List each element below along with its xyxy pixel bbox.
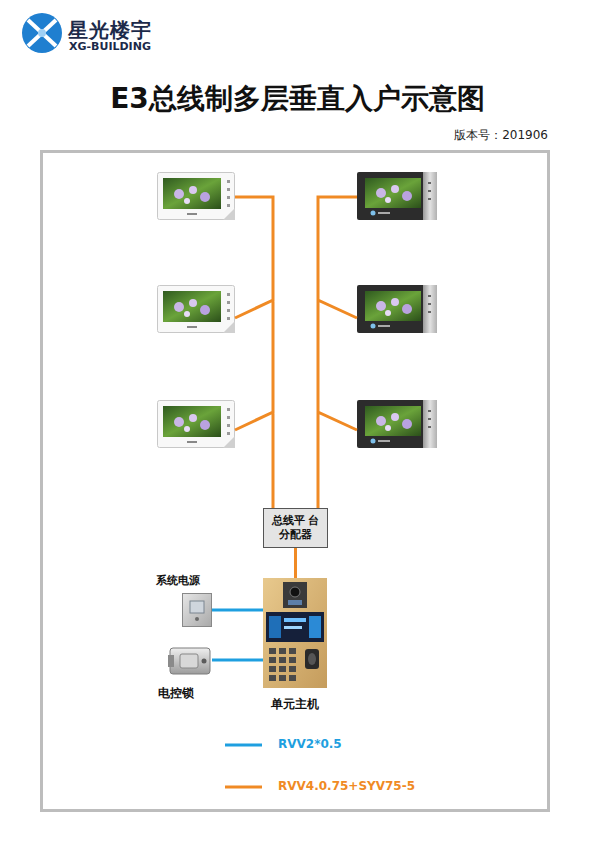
device-label: 电控锁 <box>158 685 194 702</box>
cable <box>212 609 263 612</box>
frame <box>42 152 549 811</box>
door-station-art <box>263 578 327 688</box>
cable <box>294 548 297 578</box>
box-text: 总线平 台分配器 <box>272 514 320 542</box>
logo <box>22 13 62 53</box>
label: 星光楼宇 <box>68 17 152 44</box>
device-label: 系统电源 <box>156 573 200 588</box>
legend-line <box>225 786 262 789</box>
label: 版本号：201906 <box>454 127 548 144</box>
legend-line <box>225 744 262 747</box>
electric-lock: 电控锁 <box>168 645 212 703</box>
bus-wire <box>235 197 357 508</box>
power-supply-art <box>182 593 212 627</box>
power-supply: 系统电源 <box>182 573 212 628</box>
legend-text: RVV4.0.75+SYV75-5 <box>278 779 415 793</box>
title: E3总线制多层垂直入户示意图 <box>0 80 595 118</box>
door-station: 单元主机 <box>263 578 327 713</box>
monitors <box>158 172 438 448</box>
distributor-box: 总线平 台分配器 <box>263 508 328 548</box>
legend-text: RVV2*0.5 <box>278 737 342 751</box>
device-label: 单元主机 <box>271 696 319 713</box>
label: XG-BUILDING <box>69 40 151 53</box>
cable <box>212 659 263 662</box>
lock-art <box>168 645 212 677</box>
